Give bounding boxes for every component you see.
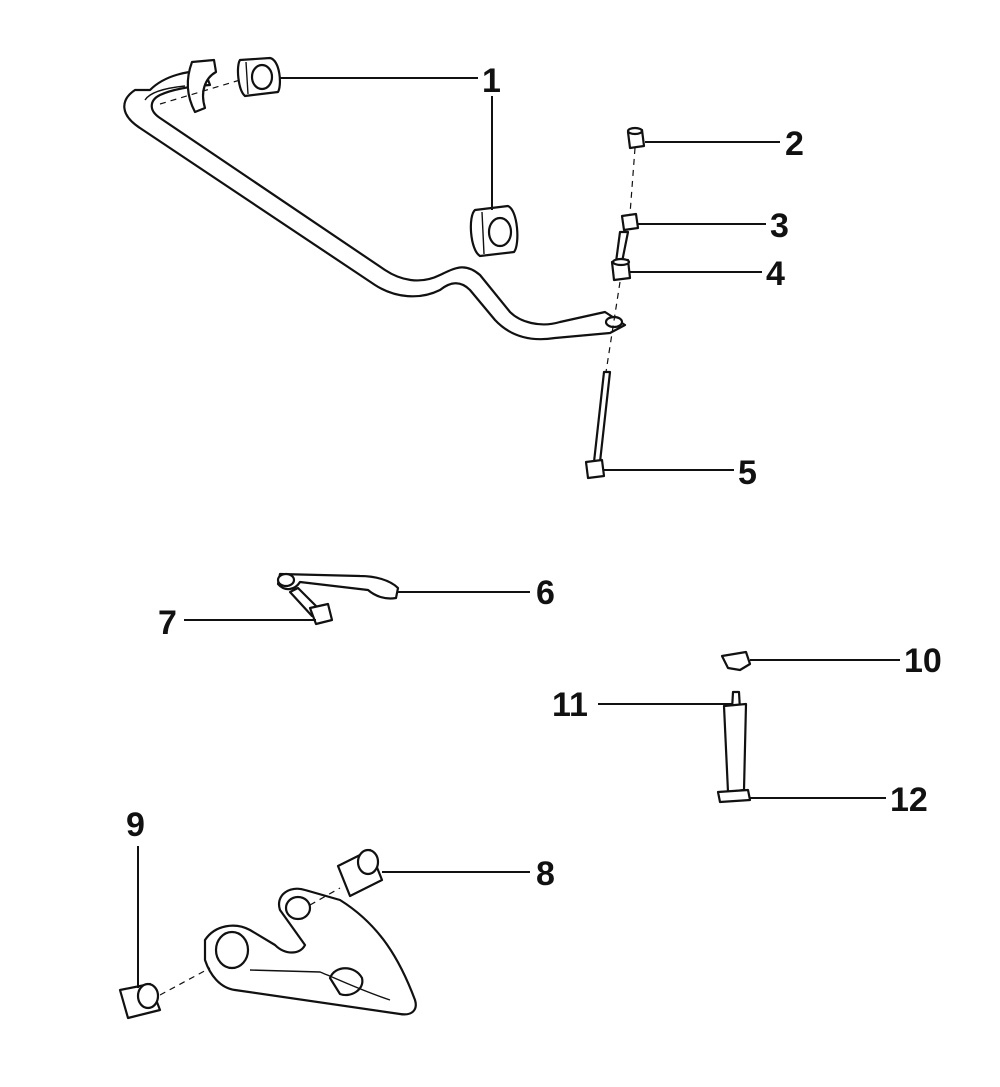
callout-10: 10 [904, 642, 942, 680]
end-link-upper-bushing [614, 212, 640, 264]
callout-3: 3 [770, 207, 789, 245]
callout-12: 12 [890, 781, 928, 819]
end-link-bolt [584, 370, 612, 480]
lower-arm-rear-bushing [336, 848, 384, 898]
callout-7: 7 [158, 604, 177, 642]
upper-control-arm [276, 572, 400, 600]
end-link-alignment-line [629, 147, 636, 215]
stabilizer-bar [123, 58, 627, 341]
stabilizer-bushing-upper [236, 56, 281, 98]
lower-control-arm [203, 887, 417, 1016]
bushing-alignment-line [159, 79, 241, 105]
shock-mount-nut [720, 650, 752, 672]
callout-8: 8 [536, 855, 555, 893]
callout-4: 4 [766, 255, 785, 293]
callout-9: 9 [126, 806, 145, 844]
callout-1: 1 [482, 62, 501, 100]
stabilizer-bushing-lower [469, 204, 519, 258]
front-bushing-alignment-line [159, 967, 211, 996]
callout-2: 2 [785, 125, 804, 163]
callout-5: 5 [738, 454, 757, 492]
callout-6: 6 [536, 574, 555, 612]
lower-arm-front-bushing [118, 982, 162, 1020]
end-link-alignment-line-lower [605, 281, 621, 373]
leader-lines [137, 77, 900, 988]
end-link-lower-bushing [610, 257, 632, 282]
upper-ball-joint [288, 586, 334, 626]
shock-absorber [716, 690, 752, 804]
end-link-nut [626, 126, 646, 150]
callout-11: 11 [552, 686, 588, 724]
rear-bushing-alignment-line [309, 887, 341, 906]
